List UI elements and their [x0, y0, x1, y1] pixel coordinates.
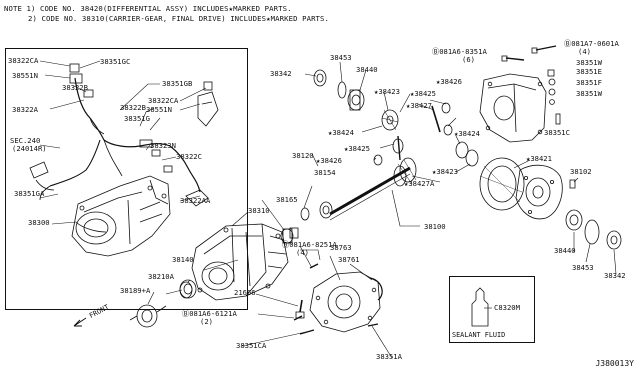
part-label-081A6-8251A-qty: (4) [296, 248, 309, 257]
part-label-38322C[interactable]: 38322C [176, 152, 202, 161]
part-label-38423-2[interactable]: ★38423 [432, 167, 458, 176]
part-label-38351GB[interactable]: 38351GB [162, 79, 193, 88]
part-label-081A7-0601A[interactable]: Ⓑ081A7-0601A [564, 39, 619, 48]
part-label-38551N[interactable]: 38551N [12, 71, 38, 80]
part-label-38423[interactable]: ★38423 [374, 87, 400, 96]
part-label-38453[interactable]: 38453 [330, 53, 352, 62]
part-label-38351W[interactable]: 38351W [576, 58, 602, 67]
part-label-38210A[interactable]: 38210A [148, 272, 174, 281]
part-label-38351C[interactable]: 38351C [544, 128, 570, 137]
part-label-38189A[interactable]: 38189+A [120, 286, 151, 295]
part-label-38322CA-2[interactable]: 38322CA [148, 96, 179, 105]
note-line-1: NOTE 1) CODE NO. 38420(DIFFERENTIAL ASSY… [4, 4, 292, 13]
harness-inset-frame [5, 48, 248, 310]
part-label-sec-240[interactable]: SEC.240 [10, 136, 41, 145]
part-label-38140[interactable]: 38140 [172, 255, 194, 264]
sealant-fluid-caption: SEALANT FLUID [452, 331, 506, 339]
part-label-38551N-2[interactable]: 38551N [146, 105, 172, 114]
part-label-38426[interactable]: ★38426 [436, 77, 462, 86]
carrier-gear-housing-drawing [129, 223, 294, 328]
part-label-081A6-8351A[interactable]: Ⓑ081A6-8351A [432, 47, 487, 56]
part-label-38425-2[interactable]: ★38425 [344, 144, 370, 153]
harness-inset-drawing [29, 63, 219, 257]
part-label-38120[interactable]: 38120 [292, 151, 314, 160]
part-label-38322A[interactable]: 38322A [12, 105, 38, 114]
part-label-38154[interactable]: 38154 [314, 168, 336, 177]
part-label-081A6-6121A-qty: (2) [200, 317, 213, 326]
drive-pinion-drawing [289, 157, 417, 239]
part-label-38322B-2[interactable]: 38322B [120, 103, 146, 112]
part-label-38424-2[interactable]: ★38424 [454, 129, 480, 138]
part-label-38421[interactable]: ★38421 [526, 154, 552, 163]
part-label-38323N[interactable]: 38323N [150, 141, 176, 150]
figure-code: J380013Y [595, 359, 634, 368]
part-label-38300[interactable]: 38300 [28, 218, 50, 227]
part-label-21666[interactable]: 21666 [234, 288, 256, 297]
part-label-38351G[interactable]: 38351G [124, 114, 150, 123]
part-label-38351F[interactable]: 38351F [576, 78, 602, 87]
part-label-38351E[interactable]: 38351E [576, 67, 602, 76]
part-label-38453-2[interactable]: 38453 [572, 263, 594, 272]
part-label-38342[interactable]: 38342 [270, 69, 292, 78]
part-label-38761[interactable]: 38761 [338, 255, 360, 264]
front-bearing-parts-drawing [179, 281, 193, 299]
part-label-081A6-6121A[interactable]: Ⓑ081A6-6121A [182, 309, 237, 318]
part-label-38426-2[interactable]: ★38426 [316, 156, 342, 165]
part-label-081A6-8251A[interactable]: Ⓑ081A6-8251A [282, 240, 337, 249]
part-label-38102[interactable]: 38102 [570, 167, 592, 176]
part-label-38440-2[interactable]: 38440 [554, 246, 576, 255]
part-label-38322CA[interactable]: 38322CA [8, 56, 39, 65]
part-label-38351GA[interactable]: 38351GA [14, 189, 45, 198]
part-label-38342-2[interactable]: 38342 [604, 271, 626, 280]
differential-gears-drawing [313, 69, 622, 250]
part-label-38100[interactable]: 38100 [424, 222, 446, 231]
part-label-081A7-0601A-qty: (4) [578, 47, 591, 56]
part-label-38440[interactable]: 38440 [356, 65, 378, 74]
side-cover-drawing [479, 45, 561, 143]
sealant-bottle-drawing [471, 287, 489, 327]
part-label-38322AA[interactable]: 38322AA [180, 196, 211, 205]
part-label-38763[interactable]: 38763 [330, 243, 352, 252]
part-label-081A6-8351A-qty: (6) [462, 55, 475, 64]
sealant-frame [449, 276, 535, 343]
part-label-38427[interactable]: ★38427 [406, 101, 432, 110]
leader-lines [39, 60, 617, 359]
rear-cover-drawing [293, 263, 383, 335]
note-line-2: 2) CODE NO. 38310(CARRIER-GEAR, FINAL DR… [28, 14, 330, 23]
part-label-38427A[interactable]: ★38427A [404, 179, 435, 188]
part-label-38425[interactable]: ★38425 [410, 89, 436, 98]
part-label-38351W-2[interactable]: 38351W [576, 89, 602, 98]
part-label-38351A[interactable]: 38351A [376, 352, 402, 361]
part-label-38351GC[interactable]: 38351GC [100, 57, 131, 66]
part-label-38424[interactable]: ★38424 [328, 128, 354, 137]
part-label-C8320M[interactable]: C8320M [494, 303, 520, 312]
part-label-38310[interactable]: 38310 [248, 206, 270, 215]
part-label-24014R: (24014R) [12, 144, 47, 153]
part-label-38351CA[interactable]: 38351CA [236, 341, 267, 350]
part-label-38165[interactable]: 38165 [276, 195, 298, 204]
part-label-38322B[interactable]: 38322B [62, 83, 88, 92]
front-arrow [73, 317, 87, 327]
